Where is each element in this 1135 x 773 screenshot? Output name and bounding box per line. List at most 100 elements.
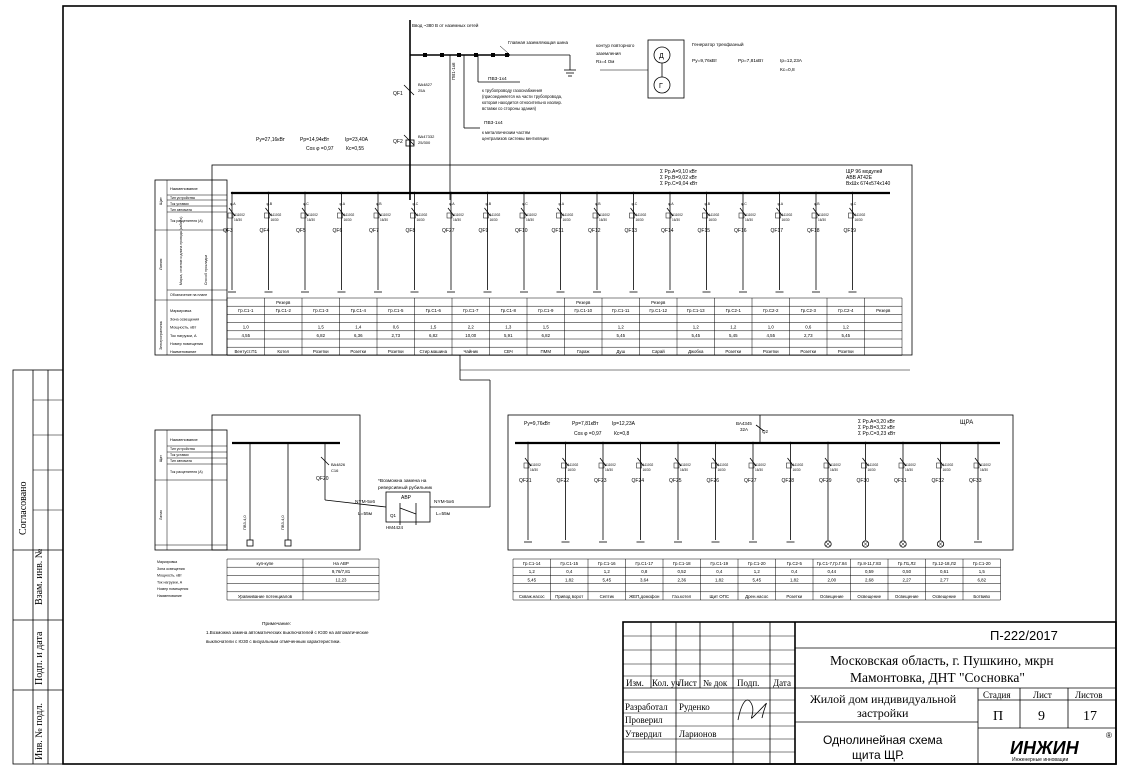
sheet-frame: [62, 5, 1117, 765]
table-cell: Щит ОПС: [709, 594, 729, 599]
q1-label: Q1: [390, 513, 397, 518]
bus-tap: [741, 191, 745, 195]
breaker-type: A11002: [599, 213, 610, 217]
breaker-body: [337, 212, 343, 219]
table-cell: 0,52: [677, 569, 686, 574]
breaker-rating: 16/30: [490, 218, 498, 222]
cable-right-1: NYM-5х6: [434, 499, 454, 505]
table-cell: ЖЕП,домофон: [629, 594, 660, 599]
row-label: Номер помещения: [157, 587, 188, 591]
table-cell: 12,23: [336, 577, 348, 582]
table-cell: Гр.С2-1: [726, 308, 742, 313]
table-cell: 1,2: [693, 325, 700, 330]
table-cell: Джобка: [688, 349, 704, 354]
breaker-label: QF18: [807, 228, 820, 234]
p1-load-c: Σ Pp.C=9,04 кВт: [660, 181, 698, 187]
breaker-body: [483, 212, 489, 219]
breaker-rating: 16/30: [980, 468, 988, 472]
breaker-label: QF24: [632, 478, 645, 484]
cable-left-1: NYM-5х6: [355, 499, 375, 505]
table-cell: Гр.С1-15: [560, 561, 578, 566]
avr-note-2: реверсивный рубильник: [378, 484, 433, 491]
phase-label: φ.A: [230, 202, 236, 206]
stamp-location-1: Московская область, г. Пушкино, мкрн: [830, 653, 1054, 668]
metal-note-2: централизов системы вентиляции: [482, 136, 549, 141]
table-cell: Гр.С1-10: [574, 308, 592, 313]
p1-lbl-release: Ток расцепителя (А): [170, 219, 203, 223]
table-cell: 1,2: [604, 569, 611, 574]
breaker-body: [592, 212, 599, 219]
bus-tap: [564, 441, 567, 445]
breaker-label: QF5: [296, 228, 306, 234]
table-cell: 6,82: [429, 333, 438, 338]
breaker-type: A11002: [643, 463, 654, 467]
table-cell: 1,82: [790, 577, 799, 582]
table-cell: Гр.С2-3: [801, 308, 817, 313]
breaker-rating: 16/30: [745, 218, 753, 222]
table-cell: 0,4: [716, 569, 723, 574]
table-cell: Вентуст.П1: [234, 349, 257, 354]
table-cell: 2,27: [902, 577, 911, 582]
bus-tap: [864, 441, 867, 445]
breaker-type: A11002: [905, 463, 916, 467]
table-cell: 2,68: [865, 577, 874, 582]
table-cell: Гр.С2-5: [787, 561, 803, 566]
breaker-rating: 16/30: [234, 218, 242, 222]
breaker-contact: [824, 457, 832, 467]
breaker-rating: 16/30: [636, 218, 644, 222]
breaker-body: [823, 462, 830, 469]
breaker-body: [629, 212, 635, 219]
phase-label: φ.A: [340, 202, 346, 206]
table-cell: Резерв: [651, 300, 666, 305]
note-line-2: выключатели с Ю30 с визуальным отмеченны…: [206, 639, 341, 644]
bus-tap: [559, 191, 562, 195]
table-cell: Гр.С1-17: [635, 561, 653, 566]
breaker-label: QF33: [969, 478, 982, 484]
breaker-label: QF27: [442, 228, 455, 234]
breaker-type: A11002: [526, 213, 537, 217]
qf2-rating-1: ВА47332: [418, 134, 435, 139]
bus-tap: [676, 441, 680, 445]
table-cell: Розетки: [800, 349, 816, 354]
breaker-body: [748, 462, 755, 469]
breaker-body: [848, 212, 854, 219]
breaker-type: A11002: [605, 463, 616, 467]
table-cell: Душ: [616, 349, 625, 354]
breaker-rating: 16/30: [709, 218, 717, 222]
p2-load-b: Σ Pp.B=3,32 кВт: [858, 425, 896, 431]
p2-load-a: Σ Pp.A=3,20 кВт: [858, 419, 896, 425]
logo-reg: ®: [1106, 731, 1112, 740]
p2-calc-kc: Кс=0,8: [614, 431, 630, 437]
breaker-rating: 16/30: [672, 218, 680, 222]
table-cell: куп-купе: [257, 561, 275, 566]
breaker-rating: 16/30: [568, 468, 576, 472]
lamp-symbol: [861, 540, 870, 548]
panel1-branches: QF3A1100216/30φ.AQF4A1100216/30φ.BQF5A11…: [223, 191, 865, 293]
breaker-body: [786, 462, 792, 469]
breaker-body: [519, 212, 526, 219]
p1-info-2: ABB AT42E: [846, 175, 873, 181]
row-label: Номер помещения: [170, 342, 203, 346]
generator-py: Py=9,76кВт: [692, 58, 718, 64]
bus-tap: [778, 191, 781, 195]
breaker-type: A11002: [830, 463, 841, 467]
breaker-rating: 16/30: [855, 218, 863, 222]
breaker-contact: [974, 457, 982, 467]
pv3-label-b: ПВ3-1х4: [484, 120, 503, 126]
table-cell: 1,5: [543, 325, 550, 330]
logo-sub: Инженерные инновации: [1012, 757, 1068, 763]
generator-box: [647, 39, 685, 99]
signature: [737, 699, 767, 721]
row-label: Наименование: [157, 594, 182, 598]
breaker-label: QF9: [479, 228, 489, 234]
table-cell: Розетки: [786, 594, 802, 599]
svg-text:Д: Д: [659, 53, 664, 60]
table-cell: Гр.С1-16: [598, 561, 616, 566]
p1-load-a: Σ Pp.A=9,10 кВт: [660, 169, 698, 175]
table-cell: 1,82: [565, 577, 574, 582]
calc-kc: Кс=0,55: [346, 146, 364, 152]
breaker-type: A11002: [453, 213, 464, 217]
phase-label: φ.B: [486, 202, 492, 206]
bus-tap: [632, 191, 635, 195]
